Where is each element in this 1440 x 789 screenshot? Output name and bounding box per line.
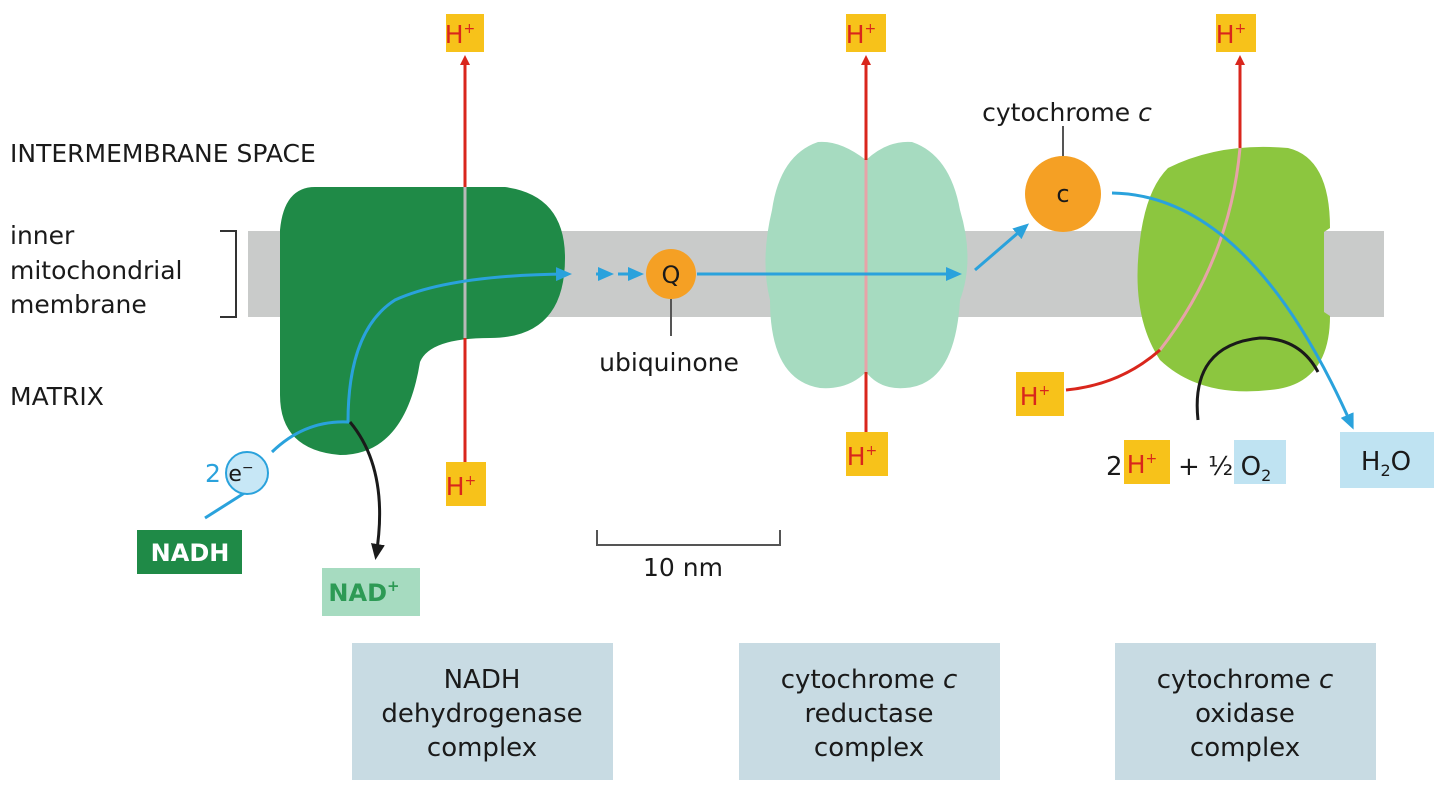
proton-box-c3-bottom: H+	[846, 432, 888, 476]
proton-path-c4-inside	[1158, 147, 1242, 351]
svg-text:H+: H+	[1020, 382, 1051, 411]
membrane-label-line2: mitochondrial	[10, 256, 183, 285]
membrane-label-line3: membrane	[10, 290, 147, 319]
oxygen-formula: O2	[1241, 452, 1272, 485]
electron-circle	[225, 451, 269, 495]
intermembrane-space-label: INTERMEMBRANE SPACE	[10, 139, 316, 168]
electron-path-in-complex1	[270, 267, 572, 454]
proton-box-c1-bottom: H+	[446, 462, 486, 506]
proton-box-c3-top: H+	[846, 14, 886, 52]
reaction-coefficient: 2	[1106, 452, 1123, 482]
complex4-label-box	[1115, 643, 1376, 780]
nad-release-arrow	[348, 421, 385, 560]
nadh-dehydrogenase-complex-shape	[280, 187, 565, 455]
svg-text:H+: H+	[846, 20, 877, 49]
cytochrome-c-label: cytochrome c	[982, 98, 1152, 127]
electron-path-from-nadh	[204, 490, 247, 520]
complex1-name-line1: NADH	[444, 665, 521, 695]
ubiquinone-symbol: Q	[662, 261, 681, 289]
nadh-box	[137, 530, 242, 574]
complex1-label-box	[352, 643, 613, 780]
nad-plus-box	[322, 568, 420, 616]
water-box	[1340, 432, 1434, 488]
reaction-plus-half: + ½	[1178, 452, 1233, 482]
complex3-name-line3: complex	[814, 733, 924, 763]
svg-text:H+: H+	[847, 442, 878, 471]
svg-text:H+: H+	[446, 472, 477, 501]
svg-text:H+: H+	[445, 20, 476, 49]
electron-count: 2	[205, 459, 221, 488]
proton-path-c4-bottom	[1065, 348, 1161, 392]
cytochrome-c-carrier	[1025, 156, 1101, 232]
scale-bar-label: 10 nm	[643, 553, 723, 582]
cytochrome-c-oxidase-complex-shape	[1137, 146, 1330, 392]
water-formula: H2O	[1361, 447, 1411, 480]
electron-path-c3-to-cytc	[974, 223, 1030, 272]
complex4-name-line2: oxidase	[1195, 699, 1295, 729]
proton-box-c4-bottom: H+	[1016, 372, 1064, 416]
complex4-name-line1: cytochrome c	[1157, 665, 1333, 695]
complex3-name-line1: cytochrome c	[781, 665, 957, 695]
complex1-name-line2: dehydrogenase	[381, 699, 582, 729]
nadh-label: NADH	[151, 539, 230, 567]
ubiquinone-label: ubiquinone	[599, 348, 739, 377]
proton-box-reaction: H+	[1124, 440, 1170, 484]
svg-text:H+: H+	[1127, 450, 1158, 479]
complex3-name-line2: reductase	[804, 699, 933, 729]
electron-path-cytc-to-water	[1111, 191, 1354, 430]
cytochrome-c-symbol: c	[1056, 180, 1069, 208]
proton-box-c4-top: H+	[1216, 14, 1256, 52]
electron-symbol: e−	[228, 460, 253, 487]
oxygen-reduction-arc	[1195, 336, 1320, 421]
complex4-name-line3: complex	[1190, 733, 1300, 763]
proton-box-c1-top: H+	[445, 14, 484, 52]
oxygen-box	[1234, 440, 1286, 484]
svg-text:H+: H+	[1216, 20, 1247, 49]
membrane-label-line1: inner	[10, 221, 75, 250]
complex3-label-box	[739, 643, 1000, 780]
ubiquinone-carrier	[646, 249, 696, 299]
membrane-bracket	[220, 230, 237, 318]
scale-bar	[596, 530, 781, 546]
matrix-label: MATRIX	[10, 382, 104, 411]
nad-plus-label: NAD+	[328, 577, 399, 607]
complex1-name-line3: complex	[427, 733, 537, 763]
